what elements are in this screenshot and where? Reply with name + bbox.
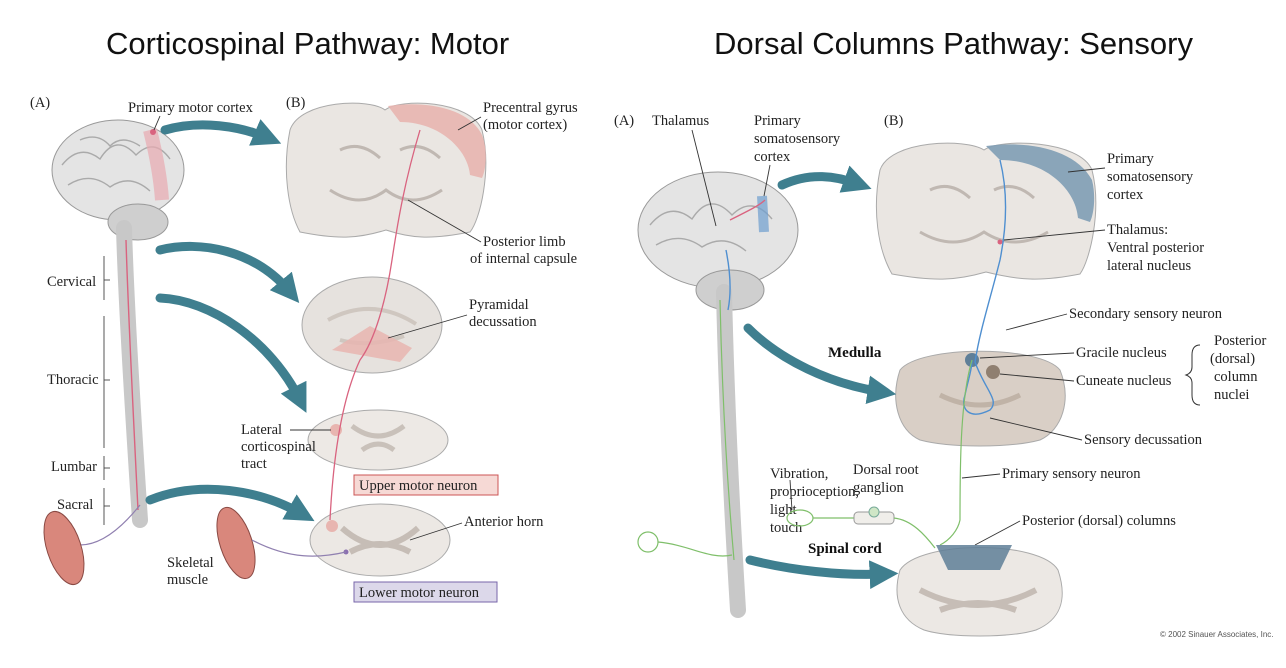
title-sensory: Dorsal Columns Pathway: Sensory: [714, 26, 1193, 61]
muscle-right-illustration: [216, 506, 256, 580]
label-skeletal-2: muscle: [167, 572, 208, 588]
label-primary-r2: somatosensory: [1107, 169, 1194, 185]
label-drg-1: Dorsal root: [853, 462, 919, 478]
label-precentral-1: Precentral gyrus: [483, 100, 578, 116]
label-primary-sensory: Primary sensory neuron: [1002, 466, 1141, 482]
upper-motor-neuron-box: [353, 474, 499, 496]
label-primary-somato-3: cortex: [754, 149, 791, 165]
label-thal-vpl-2: Ventral posterior: [1107, 240, 1204, 256]
label-vibration-4: touch: [770, 520, 803, 536]
motor-sacral-section: [309, 503, 451, 577]
sensory-coronal-section: [875, 142, 1097, 280]
copyright-notice: © 2002 Sinauer Associates, Inc.: [1160, 630, 1274, 639]
label-posterior-limb-1: Posterior limb: [483, 234, 566, 250]
receptor-left-icon: [637, 531, 659, 553]
sensory-spinal-cord: [716, 284, 746, 618]
sensory-brain-illustration: [637, 171, 799, 311]
label-precentral-2: (motor cortex): [483, 117, 567, 133]
label-lateral-3: tract: [241, 456, 267, 472]
sensory-level-arrows: [743, 165, 899, 590]
motor-panel-a-label: (A): [30, 95, 50, 111]
dorsal-root-ganglion-icon: [868, 506, 880, 518]
level-sacral: Sacral: [57, 497, 93, 513]
label-lateral-2: corticospinal: [241, 439, 316, 455]
motor-panel: (A) Cervical Thoracic Lumbar Sacral Prim…: [30, 95, 578, 603]
motor-brain-illustration: [51, 119, 185, 241]
label-primary-r1: Primary: [1107, 151, 1154, 167]
sensory-panel-b-label: (B): [884, 113, 904, 129]
label-vibration-1: Vibration,: [770, 466, 828, 482]
label-pyramidal-2: decussation: [469, 314, 537, 330]
label-medulla: Medulla: [828, 345, 882, 361]
title-motor: Corticospinal Pathway: Motor: [106, 26, 510, 61]
label-nuclei-4: nuclei: [1214, 387, 1249, 403]
lower-motor-neuron-box: [353, 581, 498, 603]
label-primary-r3: cortex: [1107, 187, 1144, 203]
label-anterior-horn: Anterior horn: [464, 514, 544, 530]
label-vibration-2: proprioception,: [770, 484, 859, 500]
label-sensory-decussation: Sensory decussation: [1084, 432, 1203, 448]
motor-spinal-cord: [116, 220, 148, 528]
label-posterior-columns: Posterior (dorsal) columns: [1022, 513, 1176, 529]
label-primary-somato-2: somatosensory: [754, 131, 841, 147]
sensory-spinal-cord-section: [896, 545, 1063, 637]
label-thal-vpl-3: lateral nucleus: [1107, 258, 1191, 274]
label-secondary-neuron: Secondary sensory neuron: [1069, 306, 1223, 322]
label-vibration-3: light: [770, 502, 797, 518]
label-nuclei-3: column: [1214, 369, 1258, 385]
spinal-level-brackets: [103, 256, 110, 525]
label-primary-somato-1: Primary: [754, 113, 801, 129]
motor-thoracic-section: [307, 409, 449, 471]
label-gracile: Gracile nucleus: [1076, 345, 1167, 361]
level-lumbar: Lumbar: [51, 459, 97, 475]
motor-coronal-section: [285, 102, 487, 238]
label-nuclei-2: (dorsal): [1210, 351, 1255, 367]
label-primary-motor-cortex: Primary motor cortex: [128, 100, 254, 116]
sensory-medulla-section: [895, 350, 1066, 447]
motor-medulla-section: [301, 276, 443, 374]
sensory-panel-a-label: (A): [614, 113, 634, 129]
label-thalamus: Thalamus: [652, 113, 710, 129]
label-drg-2: ganglion: [853, 480, 904, 496]
muscle-left-illustration: [43, 510, 85, 586]
label-thal-vpl-1: Thalamus:: [1107, 222, 1168, 238]
sensory-panel: (A) Thalamus Primary somatosensory corte…: [614, 113, 1274, 639]
label-cuneate: Cuneate nucleus: [1076, 373, 1172, 389]
label-nuclei-1: Posterior: [1214, 333, 1267, 349]
label-upper-motor-neuron: Upper motor neuron: [359, 478, 478, 494]
label-posterior-limb-2: of internal capsule: [470, 251, 577, 267]
motor-panel-b-label: (B): [286, 95, 306, 111]
label-lateral-1: Lateral: [241, 422, 282, 438]
level-cervical: Cervical: [47, 274, 96, 290]
motor-level-arrows: [145, 119, 315, 522]
label-spinal-cord: Spinal cord: [808, 541, 882, 557]
label-pyramidal-1: Pyramidal: [469, 297, 529, 313]
label-skeletal-1: Skeletal: [167, 555, 214, 571]
level-thoracic: Thoracic: [47, 372, 99, 388]
label-lower-motor-neuron: Lower motor neuron: [359, 585, 480, 601]
